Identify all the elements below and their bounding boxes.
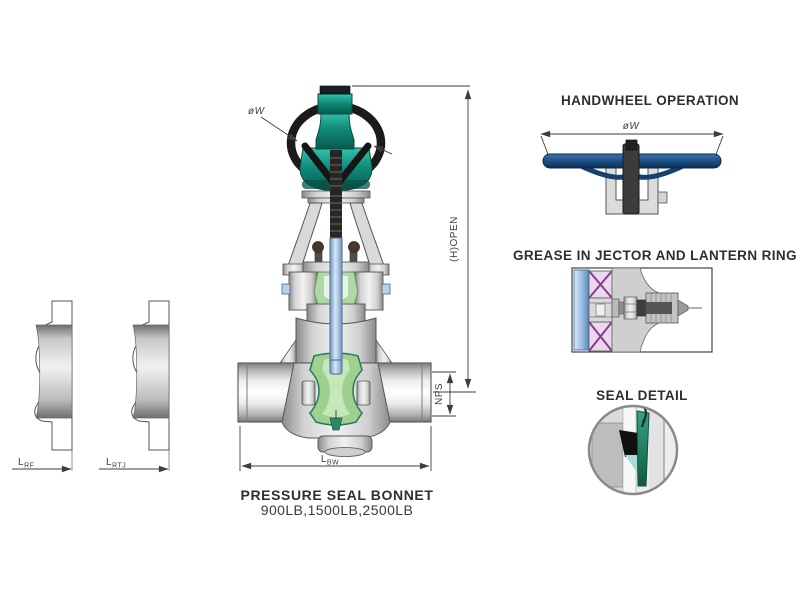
dim-label-lbw: LBW [321, 454, 339, 467]
grease-injector-detail: GREASE IN JECTOR AND LANTERN RING [513, 248, 797, 353]
seal-detail-view [589, 406, 677, 494]
handwheel-operation-detail: HANDWHEEL OPERATION øW [540, 93, 739, 215]
handwheel-detail-title: HANDWHEEL OPERATION [561, 93, 739, 108]
grease-detail-title: GREASE IN JECTOR AND LANTERN RING [513, 248, 797, 263]
stem-strip [573, 269, 590, 351]
handwheel-hub [622, 143, 640, 215]
seal-body-wall [591, 422, 624, 488]
seat-ring-right [356, 380, 371, 406]
dim-label-lrf: LRF [18, 457, 34, 470]
valve-stem [329, 237, 343, 365]
dim-label-ow-detail: øW [623, 121, 641, 132]
main-view-dimensions: øW (H)OPEN NPS LBW [239, 85, 476, 471]
dim-label-hopen: (H)OPEN [449, 216, 460, 262]
bonnet-bolt-left [312, 241, 324, 253]
seal-detail: SEAL DETAIL [587, 388, 688, 496]
seat-ring-left [301, 380, 316, 406]
bonnet-bolt-right [348, 241, 360, 253]
grease-injector-fitting [611, 292, 702, 324]
main-valve-section [237, 85, 432, 457]
flange-end-rtj-profile: LRTJ [99, 300, 170, 473]
seal-detail-title: SEAL DETAIL [596, 388, 688, 403]
dim-label-lrtj: LRTJ [106, 457, 126, 470]
caption-subtitle: 900LB,1500LB,2500LB [261, 502, 413, 518]
seal-detail-circle [587, 404, 679, 496]
stem-column [315, 111, 355, 150]
dim-label-nps: NPS [434, 383, 445, 405]
flange-end-rf-profile: LRF [12, 300, 73, 473]
dim-label-ow-main: øW [248, 106, 266, 117]
caption-title: PRESSURE SEAL BONNET [241, 487, 434, 503]
stem-cap [317, 93, 353, 115]
seal-wedge [619, 430, 638, 457]
